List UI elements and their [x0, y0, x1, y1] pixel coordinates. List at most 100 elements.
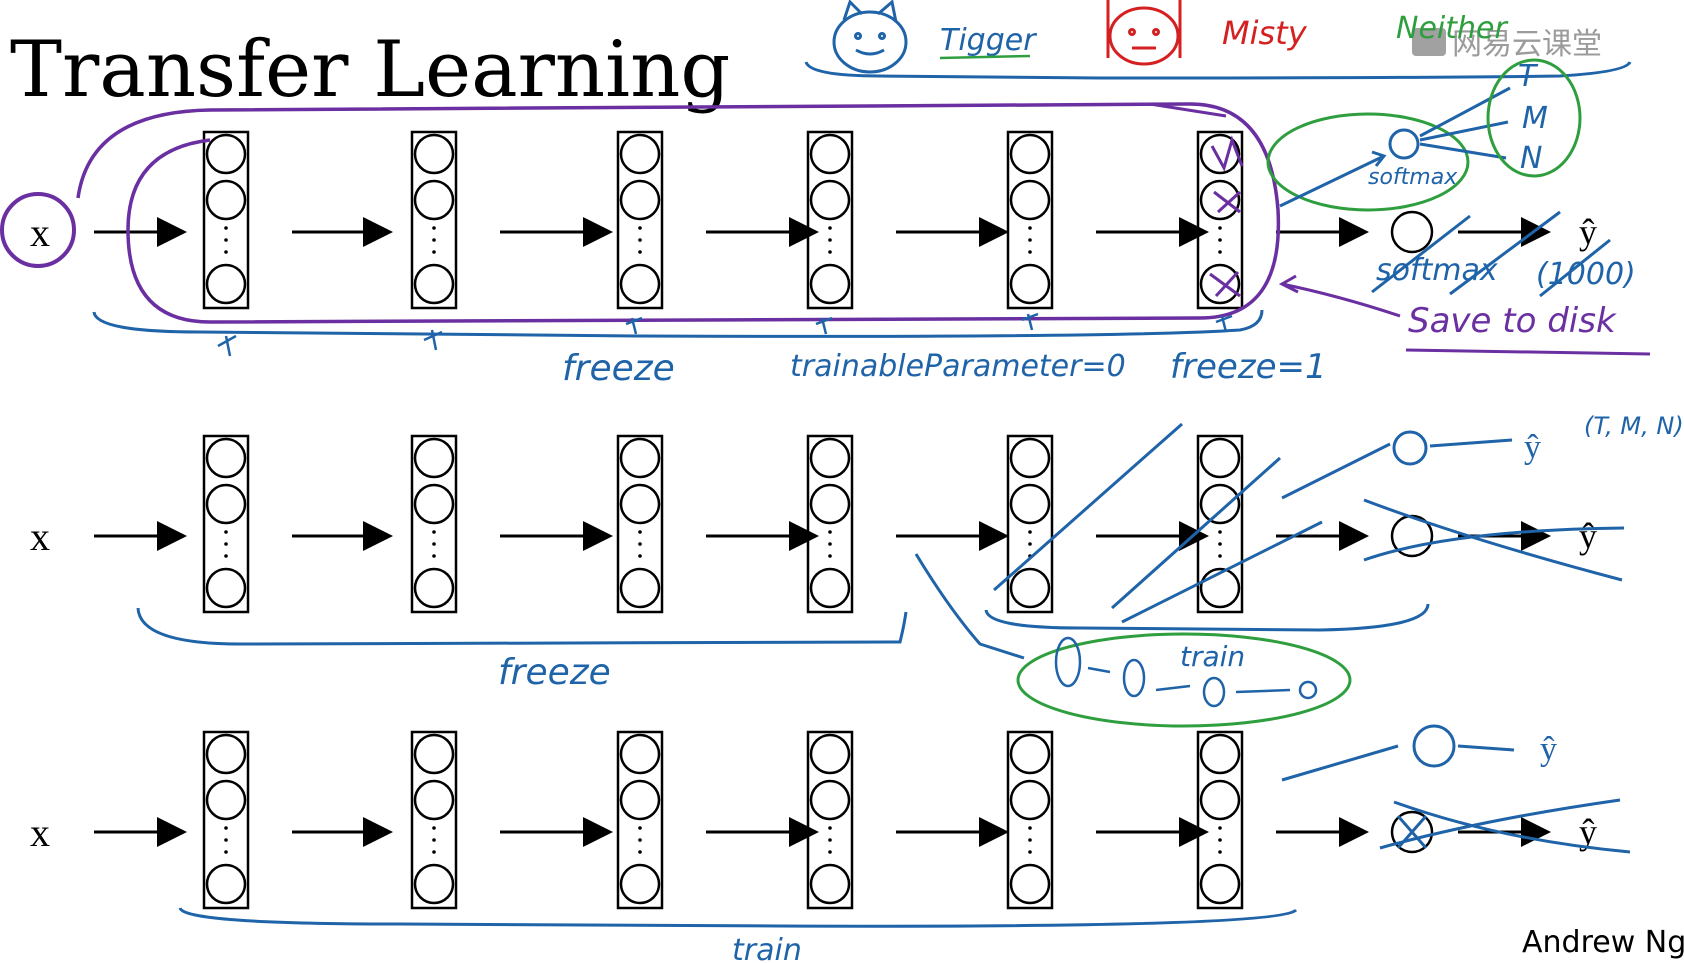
row3-output-label: ŷ [1579, 812, 1597, 852]
row1-layer-1-ellipsis-dot [224, 238, 228, 242]
row2-old-output-strike [1363, 498, 1625, 582]
row3-layer-5-node-2 [1009, 779, 1051, 821]
row1-layer-2 [410, 130, 458, 310]
row1-layer-3-node-3 [619, 263, 661, 305]
row2-layer-4-node-2 [809, 483, 851, 525]
row1-layer-3-ellipsis-dot [638, 250, 642, 254]
row1-layer-2-node-3 [413, 263, 455, 305]
row3-new-output-node [1412, 724, 1456, 768]
row1-freeze-eq-label: freeze=1 [1170, 347, 1327, 387]
row3-layer-4-node-1 [809, 733, 851, 775]
row1-save-label: Save to disk [1408, 301, 1617, 341]
row1-layer-6-ellipsis-dot [1218, 250, 1222, 254]
row3-layer-4-ellipsis-dot [828, 850, 832, 854]
row3-layer-3-ellipsis-dot [638, 850, 642, 854]
row2-input-label: x [30, 514, 50, 559]
row2-layer-5-ellipsis-dot [1028, 542, 1032, 546]
row3-layer-6 [1196, 730, 1244, 910]
row1-output-label: ŷ [1579, 212, 1597, 252]
row3-train-brace [178, 907, 1298, 928]
row3-layer-3-ellipsis-dot [638, 826, 642, 830]
row2-green-new-layers [1016, 632, 1352, 728]
row3-layer-2 [410, 730, 458, 910]
row2-new-output-label: ŷ [1524, 429, 1541, 466]
row2-layer-6-ellipsis-dot [1218, 530, 1222, 534]
row1-green-classes-group [1486, 58, 1582, 178]
row2-layer-5-node-3 [1009, 567, 1051, 609]
row1-layer-5-ellipsis-dot [1028, 250, 1032, 254]
row2-layer-2-node-3 [413, 567, 455, 609]
row1-layer-4-ellipsis-dot [828, 226, 832, 230]
row1-layer-5 [1006, 130, 1054, 310]
row2-layer-2-ellipsis-dot [432, 554, 436, 558]
row1-layer-1-ellipsis-dot [224, 250, 228, 254]
row1-save-arrow [1278, 274, 1401, 318]
row3-layer-1-node-1 [205, 733, 247, 775]
row2-to-new-output-arrow [1281, 442, 1391, 500]
row3-layer-6-ellipsis-dot [1218, 826, 1222, 830]
row1-new-softmax-label: softmax [1368, 165, 1458, 190]
row3-layer-3-node-1 [619, 733, 661, 775]
watermark: 网易云课堂 [1412, 27, 1602, 62]
network-rows: x ŷ x ŷ x ŷ [30, 130, 1597, 910]
row3-layer-6-node-2 [1199, 779, 1241, 821]
row1-old-softmax-label: softmax [1376, 253, 1498, 288]
row2-layer-6-node-2 [1199, 483, 1241, 525]
row1-layer-3-node-2 [619, 179, 661, 221]
row3-layer-2-ellipsis-dot [432, 850, 436, 854]
row1-layer-2-node-1 [413, 133, 455, 175]
row3-layer-5-node-1 [1009, 733, 1051, 775]
row1-purple-outline [76, 102, 1281, 324]
tigger-label: Tigger [940, 23, 1037, 58]
row1-layer-4-node-2 [809, 179, 851, 221]
row3-layer-1-ellipsis-dot [224, 838, 228, 842]
row2-layer-6-node-3 [1199, 567, 1241, 609]
row1-layer-1-node-1 [205, 133, 247, 175]
row3-layer-1-ellipsis-dot [224, 826, 228, 830]
row1-class-n: N [1520, 141, 1542, 176]
row1-layer-4-node-1 [809, 133, 851, 175]
row2-new-output-arrow [1429, 438, 1513, 448]
row3-layer-5-node-3 [1009, 863, 1051, 905]
row1-blue-brace [92, 309, 1264, 338]
row2-layer-3-ellipsis-dot [638, 530, 642, 534]
row2-layer-6-ellipsis-dot [1218, 542, 1222, 546]
row2-layer-3-node-1 [619, 437, 661, 479]
row2-layer-2-ellipsis-dot [432, 530, 436, 534]
row2-layer-1-ellipsis-dot [224, 554, 228, 558]
row1-layer-3-node-1 [619, 133, 661, 175]
row1-layer-marks [1209, 135, 1244, 298]
row1-layer-5-ellipsis-dot [1028, 238, 1032, 242]
row1-layer-3 [616, 130, 664, 310]
row3-layer-6-node-1 [1199, 733, 1241, 775]
row3-input-label: x [30, 810, 50, 855]
row1-input-label: x [30, 210, 50, 255]
row2-classes-label: (T, M, N) [1584, 412, 1684, 440]
row2-layer-1 [202, 434, 250, 614]
row1-layer-6 [1196, 130, 1244, 310]
watermark-text: 网易云课堂 [1452, 27, 1602, 62]
row1-layer-5-ellipsis-dot [1028, 226, 1032, 230]
row2-train-brace [984, 603, 1430, 632]
row2-freeze-brace [136, 607, 908, 646]
row2-layer-4-node-1 [809, 437, 851, 479]
row3-layer-6-node-3 [1199, 863, 1241, 905]
row1-layer-5-node-2 [1009, 179, 1051, 221]
row1-layer-6-node-2 [1199, 179, 1241, 221]
row1-layer-3-ellipsis-dot [638, 226, 642, 230]
row2-layer-1-ellipsis-dot [224, 542, 228, 546]
row3-annotations: train ŷ [178, 724, 1631, 963]
row3-layer-2-ellipsis-dot [432, 826, 436, 830]
row1-layer-6-node-1 [1199, 133, 1241, 175]
row3-to-new-output-arrow [1281, 744, 1399, 782]
row2-layer-5-node-1 [1009, 437, 1051, 479]
row2-layer-5-ellipsis-dot [1028, 530, 1032, 534]
row1-class-m: M [1522, 101, 1548, 136]
row2-freeze-label: freeze [498, 652, 611, 693]
row1-layer-1-node-2 [205, 179, 247, 221]
row3-layer-3 [616, 730, 664, 910]
row1-trainable-label: trainableParameter=0 [790, 349, 1126, 384]
row1-output-node [1390, 210, 1434, 254]
row1-layer-6-ellipsis-dot [1218, 238, 1222, 242]
row3-layer-5-ellipsis-dot [1028, 850, 1032, 854]
